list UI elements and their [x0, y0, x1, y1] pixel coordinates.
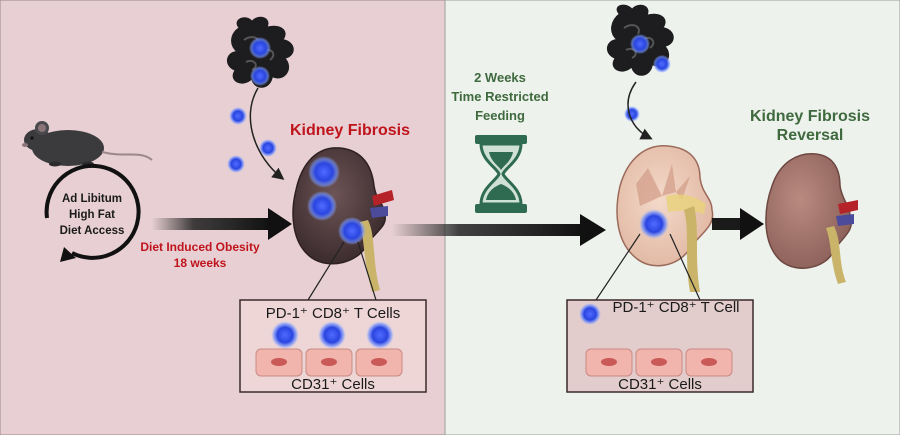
cycle-label-line1: Ad Libitum — [62, 193, 122, 205]
migration-arrow-icon — [627, 81, 653, 140]
t-cell-icon — [271, 321, 299, 349]
t-cell-icon — [366, 321, 394, 349]
callout-line — [307, 241, 345, 301]
cycle-label-line3: Diet Access — [60, 225, 125, 237]
obesity-label-line1: Diet Induced Obesity — [140, 240, 260, 254]
t-cell-icon — [338, 217, 366, 245]
t-cell-icon — [653, 55, 671, 73]
t-cell-icon — [250, 66, 270, 86]
t-cell-icon — [227, 155, 245, 173]
t-cell-icon — [308, 156, 340, 188]
cycle-arrow-icon — [44, 163, 141, 262]
trf-label-line3: Feeding — [475, 108, 525, 123]
inset-tcells-label: PD-1⁺ CD8⁺ T Cells — [266, 305, 400, 322]
t-cell-icon — [259, 139, 277, 157]
t-cell-icon — [318, 321, 346, 349]
trf-label-line2: Time Restricted — [451, 89, 548, 104]
callout-line — [595, 233, 641, 301]
migration-arrow-icon — [249, 87, 285, 180]
inset-tcell-label: PD-1⁺ CD8⁺ T Cell — [613, 299, 740, 316]
obesity-arrow-icon — [152, 208, 292, 240]
callout-line — [357, 241, 377, 301]
inset-cd31-label: CD31⁺ Cells — [291, 376, 375, 393]
t-cell-icon — [229, 107, 247, 125]
reversal-title-line1: Kidney Fibrosis — [750, 108, 870, 125]
t-cell-icon — [639, 209, 669, 239]
t-cell-icon — [579, 303, 601, 325]
reversal-title-line2: Reversal — [777, 127, 844, 144]
t-cell-icon — [307, 191, 337, 221]
kidney-icon — [616, 145, 714, 292]
mouse-icon — [22, 121, 153, 167]
t-cell-icon — [630, 34, 650, 54]
reversal-arrow-icon — [712, 208, 764, 240]
trf-label-line1: 2 Weeks — [474, 70, 526, 85]
kidney-fibrosis-title: Kidney Fibrosis — [290, 122, 410, 139]
t-cell-icon — [249, 37, 271, 59]
hourglass-icon — [475, 135, 527, 213]
kidney-icon — [765, 153, 858, 284]
cycle-label-line2: High Fat — [69, 209, 115, 221]
inset-cd31-label: CD31⁺ Cells — [618, 376, 702, 393]
transition-arrow-icon — [392, 214, 606, 246]
obesity-label-line2: 18 weeks — [174, 256, 227, 270]
callout-line — [669, 233, 701, 301]
